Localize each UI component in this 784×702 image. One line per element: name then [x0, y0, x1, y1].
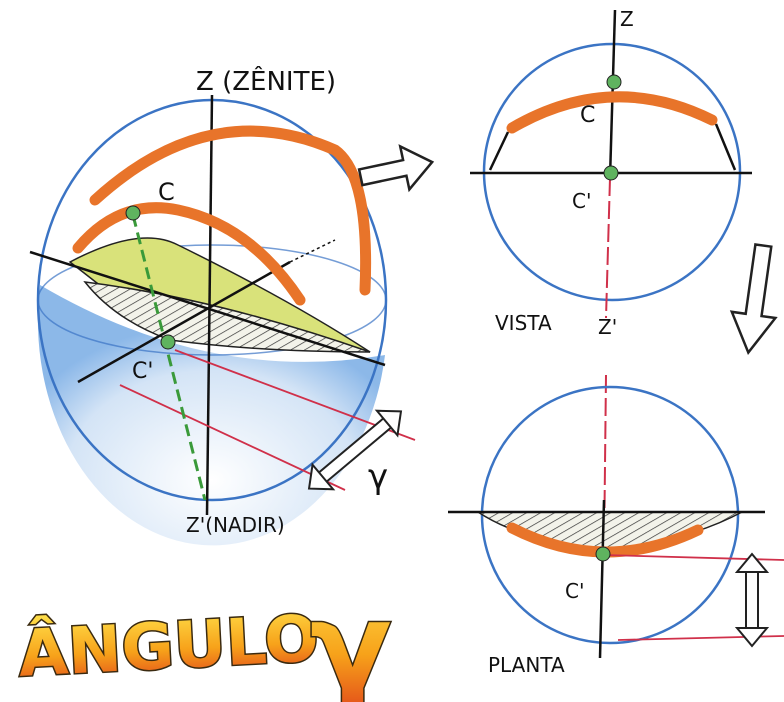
main-point-c-label: C — [158, 178, 175, 206]
nadir-label: Z'(NADIR) — [186, 513, 285, 537]
vista-z-label: Z — [620, 7, 634, 31]
arrow-to-vista — [356, 141, 437, 199]
main-point-c-prime-label: C' — [132, 359, 153, 384]
planta-point-c-prime-label: C' — [565, 579, 584, 603]
planta-double-arrow — [737, 554, 767, 646]
zenith-label: Z (ZÊNITE) — [196, 65, 336, 97]
vista-point-c-marker — [607, 75, 621, 89]
planta-point-c-prime-marker — [596, 547, 610, 561]
main-gamma-symbol: γ — [368, 457, 388, 497]
vista-caption: VISTA — [495, 311, 552, 335]
title-text: ÂNGULO — [17, 600, 321, 692]
planta-figure: C' PLANTA — [448, 375, 784, 677]
vista-z-prime-label: Z' — [598, 315, 617, 339]
vista-point-c-prime-marker — [604, 166, 618, 180]
vista-figure: Z C C' Z' VISTA — [470, 7, 752, 339]
point-c-marker — [126, 206, 140, 220]
title-gamma-symbol: γ — [310, 578, 392, 702]
main-sphere-figure: Z (ZÊNITE) Z'(NADIR) C C' γ — [30, 65, 415, 545]
vista-arc-end-left — [490, 132, 508, 170]
planta-caption: PLANTA — [488, 653, 565, 677]
vista-point-c-prime-label: C' — [572, 189, 591, 213]
point-c-prime-marker — [161, 335, 175, 349]
vista-point-c-label: C — [580, 103, 595, 128]
title-banner: ÂNGULO γ — [17, 578, 392, 702]
vista-red-axis — [606, 178, 610, 318]
arrow-to-planta — [727, 243, 784, 356]
